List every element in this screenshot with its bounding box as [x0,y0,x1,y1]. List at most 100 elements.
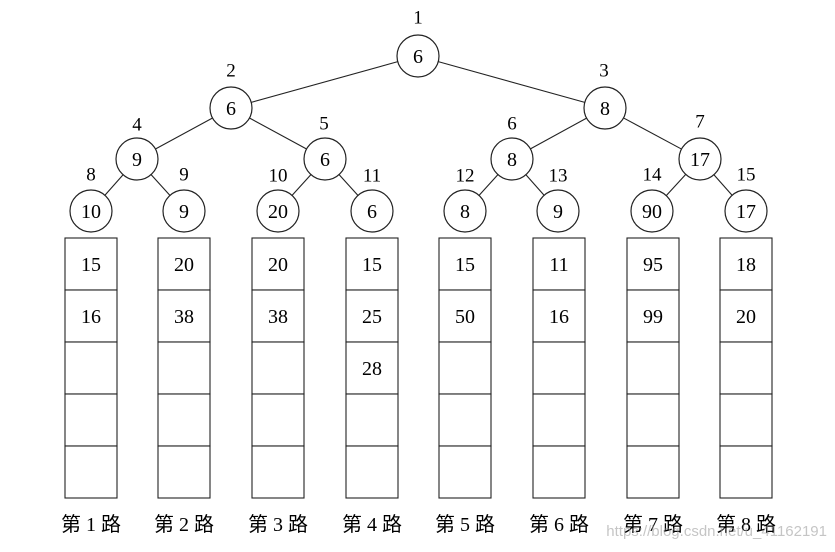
node-circle [490,137,534,181]
run-cell [719,393,773,447]
node-circle [536,189,580,233]
node-circle [396,34,440,78]
run-cell-value: 50 [455,306,475,328]
run-label: 第 6 路 [529,513,589,536]
run-cell [251,393,305,447]
run-cell-value: 38 [174,306,194,328]
run-cell [438,289,492,343]
run-cell [345,289,399,343]
tree-node-11: 6 [350,189,394,233]
tree-edge-4-8 [104,174,124,196]
run-cell [345,445,399,499]
run-cell-value: 15 [362,254,382,276]
tree-edge-2-5 [249,117,307,150]
run-cell [719,237,773,291]
run-cell [626,445,680,499]
node-index-label: 6 [507,114,517,135]
run-cell [626,341,680,395]
node-value: 8 [460,201,470,223]
node-circle [583,86,627,130]
run-cell [64,341,118,395]
tree-node-3: 8 [583,86,627,130]
node-circle [69,189,113,233]
run-cell [251,445,305,499]
run-cell [64,445,118,499]
tree-nodes: 6162839465861771089920106118129139014171… [69,8,768,233]
node-circle [678,137,722,181]
run-cell [438,445,492,499]
tree-node-14: 90 [630,189,674,233]
run-label: 第 1 路 [61,513,121,536]
run-cell-value: 95 [643,254,663,276]
run-cell [438,341,492,395]
tree-edges [104,61,733,196]
run-cell [157,341,211,395]
node-value: 6 [367,201,377,223]
run-cell-value: 18 [736,254,756,276]
run-cell [532,341,586,395]
tree-edge-6-13 [525,174,545,196]
node-value: 6 [320,149,330,171]
tree-edge-3-6 [530,117,587,150]
node-circle [350,189,394,233]
run-cell-value: 15 [455,254,475,276]
tree-edge-4-9 [150,174,171,196]
node-index-label: 4 [132,115,142,136]
tree-edge-1-2 [251,61,398,103]
node-circle [443,189,487,233]
run-cell-value: 16 [81,306,101,328]
run-label: 第 3 路 [248,513,308,536]
node-index-label: 1 [413,8,423,29]
tree-edge-3-7 [623,117,682,150]
run-cell-value: 15 [81,254,101,276]
tree-node-1: 6 [396,34,440,78]
node-index-label: 7 [695,112,705,133]
run-cell-value: 38 [268,306,288,328]
node-index-label: 5 [319,114,329,135]
node-value: 90 [642,201,662,223]
run-cell-value: 25 [362,306,382,328]
run-label: 第 8 路 [716,513,776,536]
node-value: 9 [179,201,189,223]
node-value: 17 [736,201,756,223]
node-value: 10 [81,201,101,223]
node-index-label: 3 [599,61,609,82]
node-index-label: 10 [269,166,288,187]
run-label: 第 4 路 [342,513,402,536]
node-value: 8 [507,149,517,171]
tree-node-8: 10 [69,189,113,233]
run-cell [532,289,586,343]
tree-node-13: 9 [536,189,580,233]
node-circle [209,86,253,130]
run-cell-value: 20 [736,306,756,328]
tree-node-5: 6 [303,137,347,181]
node-circle [162,189,206,233]
run-label: 第 2 路 [154,513,214,536]
node-index-label: 12 [456,166,475,187]
node-value: 9 [132,149,142,171]
node-index-label: 15 [737,165,756,186]
run-label: 第 7 路 [623,513,683,536]
node-index-label: 14 [643,165,663,186]
run-cell [532,393,586,447]
node-circle [256,189,300,233]
run-cell-value: 11 [549,254,568,276]
node-value: 6 [226,98,236,120]
run-cell [157,289,211,343]
run-cell [251,289,305,343]
node-value: 17 [690,149,710,171]
run-cell [157,445,211,499]
tree-node-6: 8 [490,137,534,181]
run-cell [251,341,305,395]
run-cell [532,237,586,291]
tree-node-15: 17 [724,189,768,233]
run-cell-value: 28 [362,358,382,380]
tree-edge-5-10 [291,174,312,196]
run-cell [345,341,399,395]
